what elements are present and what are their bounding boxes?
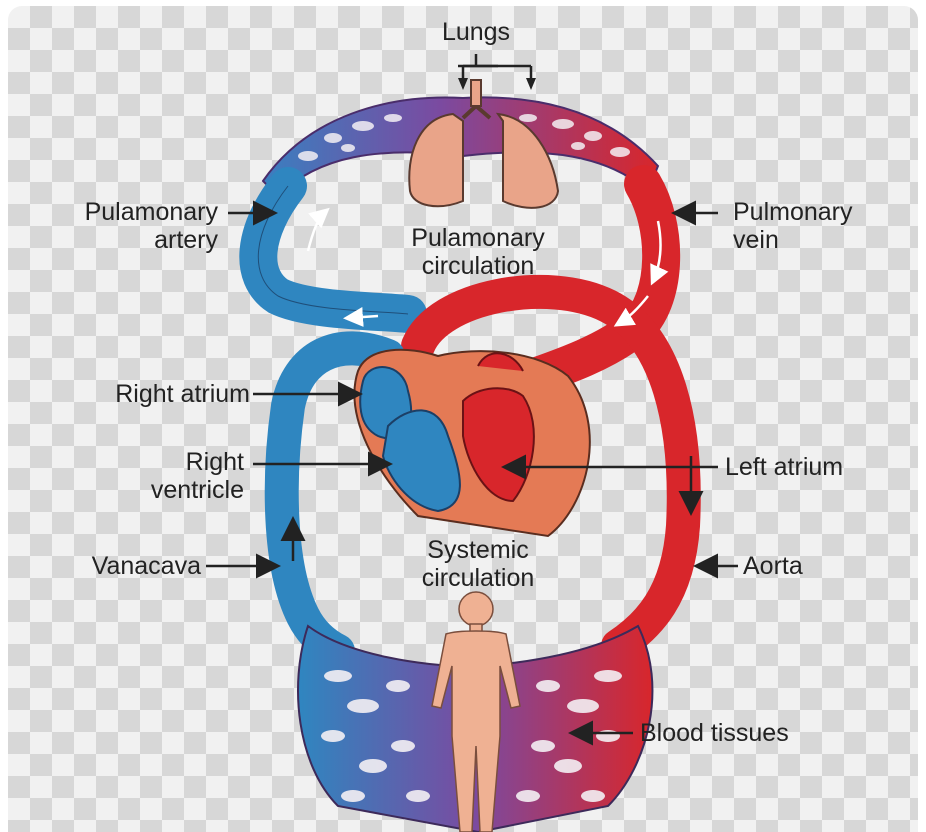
circulation-diagram: Lungs Pulamonary artery Pulamonary circu… [8,6,918,832]
label-right-ventricle-line1: Right [186,448,244,476]
label-systemic-circulation-line1: Systemic [427,536,528,564]
label-blood-tissues: Blood tissues [640,719,789,747]
label-lungs: Lungs [442,18,510,46]
label-pulmonary-artery-line1: Pulamonary [85,198,219,226]
label-pulmonary-vein-line1: Pulmonary [733,198,853,226]
label-pulmonary-circulation-line2: circulation [422,252,535,280]
label-systemic-circulation-line2: circulation [422,564,535,592]
label-vena-cava: Vanacava [92,552,201,580]
label-left-atrium: Left atrium [725,453,843,481]
label-pulmonary-artery-line2: artery [154,226,218,254]
label-right-atrium: Right atrium [115,380,250,408]
diagram-canvas: Lungs Pulamonary artery Pulamonary circu… [8,6,918,832]
label-pulmonary-vein-line2: vein [733,226,779,254]
label-right-ventricle-line2: ventricle [151,476,244,504]
pulmonary-artery-vessel [258,186,408,314]
lungs-pointer [458,54,536,90]
label-pulmonary-circulation-line1: Pulamonary [411,224,545,252]
heart [354,350,589,536]
label-aorta: Aorta [743,552,803,580]
